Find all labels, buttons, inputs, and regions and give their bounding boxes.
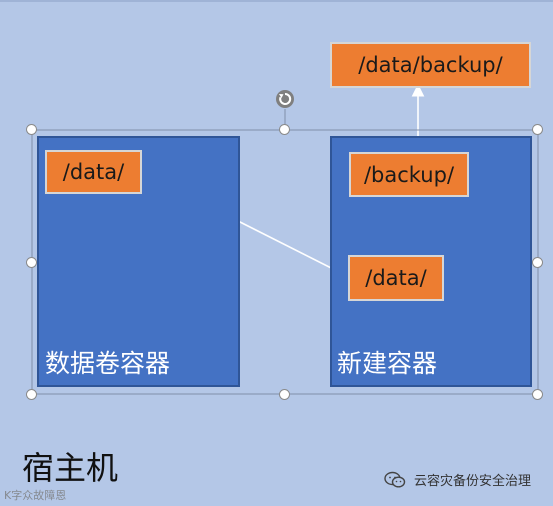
container-backup-path: /backup/ [349,152,469,197]
resize-handle-top-right[interactable] [532,124,543,135]
host-label: 宿主机 [22,449,119,487]
rotate-handle-icon[interactable] [275,89,295,109]
resize-handle-top-middle[interactable] [279,124,290,135]
resize-handle-bottom-right[interactable] [532,389,543,400]
new-container-title: 新建容器 [337,349,438,378]
volume-container-title: 数据卷容器 [45,349,171,378]
container-data-path: /data/ [348,255,444,301]
resize-handle-middle-right[interactable] [532,257,543,268]
resize-handle-bottom-middle[interactable] [279,389,290,400]
resize-handle-middle-left[interactable] [26,257,37,268]
watermark-right-text: 云容灾备份安全治理 [414,474,532,489]
resize-handle-bottom-left[interactable] [26,389,37,400]
top-border [0,0,553,2]
watermark-left: K字众故障恩 [4,489,67,502]
wechat-icon [384,471,406,488]
watermark-right: 云容灾备份安全治理 [384,470,531,489]
volume-data-path: /data/ [45,150,142,194]
resize-handle-top-left[interactable] [26,124,37,135]
host-backup-path: /data/backup/ [330,42,531,88]
